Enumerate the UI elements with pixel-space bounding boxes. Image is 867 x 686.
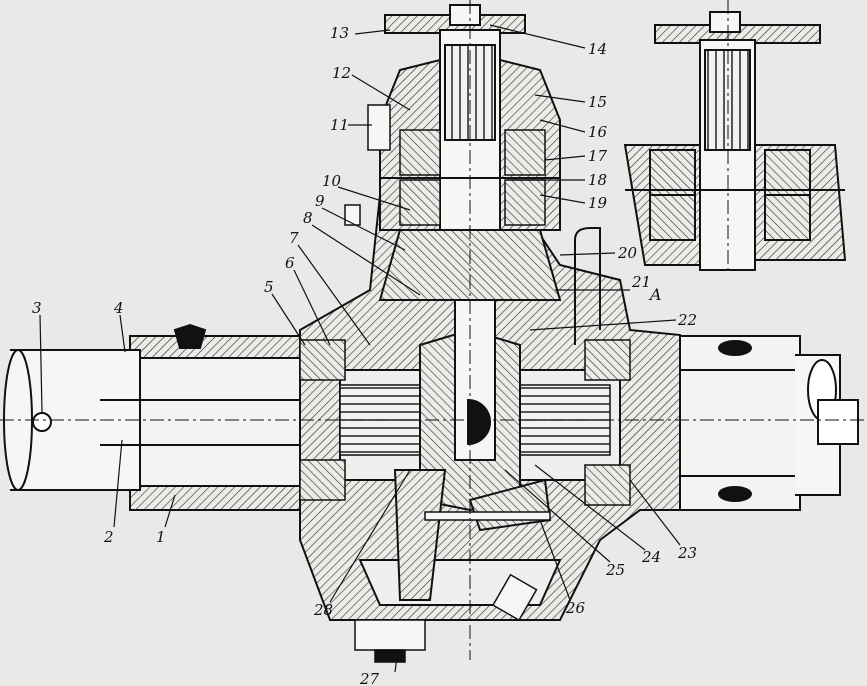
callout-24: 24 (641, 548, 661, 566)
callout-14: 14 (588, 40, 607, 58)
detail-view-inset (623, 0, 847, 275)
callout-8: 8 (303, 209, 313, 227)
callout-23: 23 (677, 544, 697, 562)
callout-20: 20 (617, 244, 638, 262)
callout-3: 3 (32, 299, 42, 317)
callout-21: 21 (631, 273, 651, 291)
callout-7: 7 (289, 229, 299, 247)
callout-25: 25 (605, 561, 625, 579)
side-bearing-left (299, 339, 346, 501)
callout-27: 27 (359, 670, 380, 686)
pinion-bearings (380, 129, 560, 226)
callout-17: 17 (588, 147, 608, 165)
callout-12: 12 (332, 64, 351, 82)
callout-6: 6 (285, 254, 295, 272)
callout-19: 19 (588, 194, 608, 212)
callout-10: 10 (322, 172, 342, 190)
callout-9: 9 (315, 192, 325, 210)
callout-28: 28 (313, 601, 333, 619)
differential-gears (419, 299, 521, 512)
mounting-bolt (344, 104, 391, 226)
callout-22: 22 (677, 311, 697, 329)
callout-5: 5 (264, 278, 274, 296)
axle-housing-right (679, 335, 859, 511)
drain-plug (354, 619, 426, 663)
centerlines (0, 0, 867, 660)
callout-1: 1 (156, 528, 166, 546)
leader-lines (39, 24, 681, 673)
oil-filler (491, 573, 538, 622)
callout-16: 16 (588, 123, 608, 141)
detail-label-a: A (648, 285, 662, 304)
side-bearing-right (584, 339, 631, 506)
callout-26: 26 (565, 599, 586, 617)
callout-18: 18 (588, 171, 607, 189)
callout-4: 4 (113, 299, 124, 317)
callout-2: 2 (103, 528, 114, 546)
callout-15: 15 (588, 93, 607, 111)
breather-tube (574, 227, 601, 345)
carrier-bolt (424, 511, 551, 521)
callout-labels: 1 2 3 4 5 6 7 8 9 10 11 12 13 14 15 16 1… (32, 24, 697, 686)
callout-11: 11 (330, 116, 349, 134)
callout-13: 13 (330, 24, 349, 42)
